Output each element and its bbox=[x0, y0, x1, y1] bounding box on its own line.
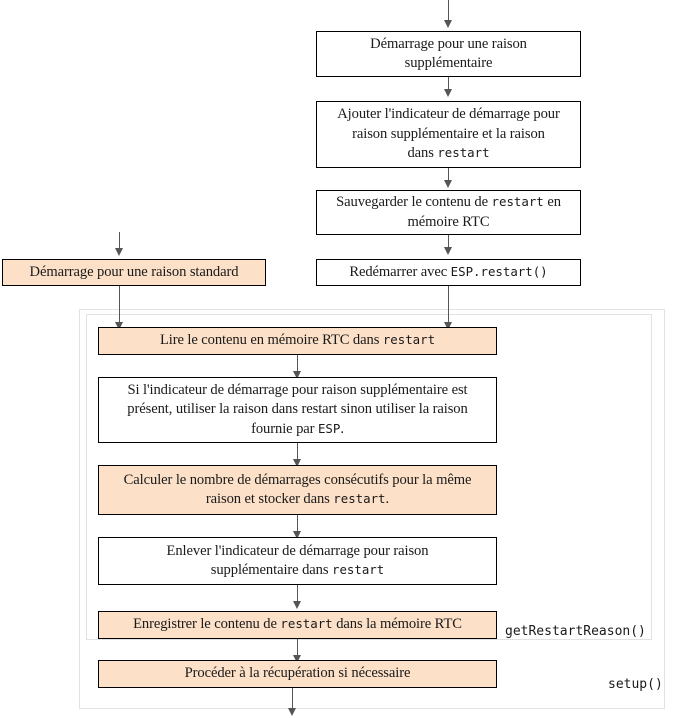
edge-3-5-head bbox=[444, 247, 452, 255]
edge-si-calculer-head bbox=[293, 459, 301, 467]
edge-3-5 bbox=[448, 235, 449, 249]
edge-redemarrer-lire-head bbox=[444, 322, 452, 330]
node-6-pre: Lire le contenu en mémoire RTC dans bbox=[159, 332, 383, 349]
group-setup-label: setup() bbox=[608, 677, 663, 692]
node-lire-contenu-rtc[interactable]: Lire le contenu en mémoire RTC dans rest… bbox=[98, 327, 497, 355]
edge-entry-top-head bbox=[444, 20, 452, 28]
edge-enregistrer-proceder bbox=[297, 639, 298, 657]
edge-enlever-enregistrer-head bbox=[293, 601, 301, 609]
node-5-pre: Redémarrer avec bbox=[349, 263, 451, 280]
group-setup bbox=[79, 309, 665, 709]
node-9-line-2: supplémentaire dans bbox=[210, 562, 332, 578]
node-11-label: Procéder à la récupération si nécessaire bbox=[184, 665, 411, 682]
node-si-indicateur-present[interactable]: Si l'indicateur de démarrage pour raison… bbox=[98, 377, 497, 443]
node-8-line-1: Calculer le nombre de démarrages consécu… bbox=[123, 471, 472, 488]
node-3-code-restart: restart bbox=[491, 194, 544, 210]
node-7-line-1: Si l'indicateur de démarrage pour raison… bbox=[127, 381, 468, 398]
node-8-tail: . bbox=[385, 491, 390, 507]
node-redemarrer-avec-esp[interactable]: Redémarrer avec ESP.restart() bbox=[316, 259, 581, 286]
node-7-code-esp: ESP bbox=[317, 420, 341, 436]
edge-si-calculer bbox=[297, 443, 298, 461]
edge-exit-bottom bbox=[292, 687, 293, 710]
node-7-line-3: fournie par bbox=[251, 420, 318, 437]
node-10-code-restart: restart bbox=[280, 616, 333, 632]
node-1-line-1: Démarrage pour une raison bbox=[370, 35, 527, 52]
edge-1-2-head bbox=[444, 89, 452, 97]
edge-2-3-head bbox=[444, 180, 452, 188]
edge-redemarrer-lire bbox=[448, 286, 449, 325]
edge-lire-si-head bbox=[293, 371, 301, 379]
node-demarrage-raison-supplementaire[interactable]: Démarrage pour une raison supplémentaire bbox=[316, 31, 581, 77]
edge-entry-standard-head bbox=[115, 248, 123, 256]
group-getrestartreason bbox=[86, 314, 652, 640]
edge-entry-top bbox=[448, 0, 449, 22]
node-8-line-2: raison et stocker dans bbox=[205, 491, 334, 507]
node-8-code-restart: restart bbox=[333, 491, 386, 506]
node-sauvegarder-contenu[interactable]: Sauvegarder le contenu de restart en mém… bbox=[316, 190, 581, 235]
node-10-post: dans la mémoire RTC bbox=[332, 616, 462, 633]
node-demarrage-raison-standard[interactable]: Démarrage pour une raison standard bbox=[2, 259, 266, 286]
node-proceder-recuperation[interactable]: Procéder à la récupération si nécessaire bbox=[98, 660, 497, 688]
node-9-code-restart: restart bbox=[331, 562, 385, 577]
node-7-tail: . bbox=[340, 420, 344, 437]
node-10-pre: Enregistrer le contenu de bbox=[133, 616, 281, 633]
edge-calculer-enlever bbox=[297, 515, 298, 533]
node-6-code-restart: restart bbox=[382, 332, 436, 348]
node-3-pre: Sauvegarder le contenu de bbox=[336, 194, 492, 211]
node-3-post: en mémoire RTC bbox=[407, 194, 561, 230]
node-5-code-esp-restart: ESP.restart() bbox=[450, 263, 548, 279]
edge-1-2 bbox=[448, 77, 449, 91]
node-enregistrer-contenu[interactable]: Enregistrer le contenu de restart dans l… bbox=[98, 611, 497, 639]
edge-2-3 bbox=[448, 168, 449, 182]
edge-enlever-enregistrer bbox=[297, 585, 298, 603]
node-1-line-2: supplémentaire bbox=[404, 55, 493, 71]
node-4-label: Démarrage pour une raison standard bbox=[29, 263, 239, 280]
node-2-line-2: raison supplémentaire et la raison bbox=[352, 125, 545, 142]
node-enlever-indicateur[interactable]: Enlever l'indicateur de démarrage pour r… bbox=[98, 537, 497, 585]
group-getrestartreason-label: getRestartReason() bbox=[505, 624, 646, 639]
node-9-line-1: Enlever l'indicateur de démarrage pour r… bbox=[166, 542, 429, 559]
node-2-line-1: Ajouter l'indicateur de démarrage pour bbox=[337, 106, 560, 123]
edge-enregistrer-proceder-head bbox=[293, 655, 301, 663]
edge-standard-lire-head bbox=[115, 322, 123, 330]
node-7-line-2: présent, utiliser la raison dans restart… bbox=[127, 401, 468, 418]
node-2-code-restart: restart bbox=[437, 145, 490, 161]
node-2-line-3: dans bbox=[407, 145, 438, 162]
edge-calculer-enlever-head bbox=[293, 531, 301, 539]
edge-lire-si bbox=[297, 355, 298, 373]
edge-exit-bottom-head bbox=[288, 708, 296, 716]
node-calculer-demarrages[interactable]: Calculer le nombre de démarrages consécu… bbox=[98, 465, 497, 515]
edge-standard-lire bbox=[119, 286, 120, 325]
node-ajouter-indicateur[interactable]: Ajouter l'indicateur de démarrage pour r… bbox=[316, 101, 581, 168]
edge-entry-standard bbox=[119, 232, 120, 250]
